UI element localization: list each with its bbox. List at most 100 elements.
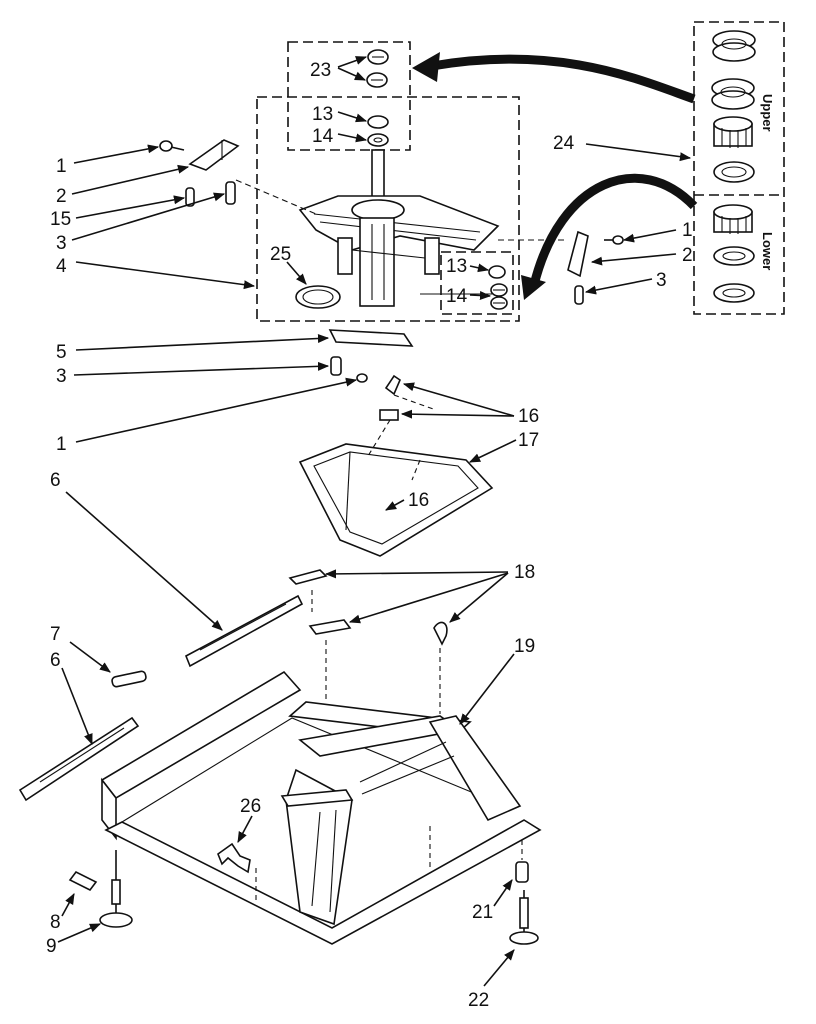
left-bracket-group — [159, 139, 317, 215]
callout-25: 25 — [270, 244, 291, 265]
column-right — [428, 715, 522, 822]
center-column — [359, 217, 395, 307]
callout-2-right: 2 — [682, 245, 693, 266]
leader-16b — [400, 409, 515, 419]
callout-1-right: 1 — [682, 220, 693, 241]
callout-23: 23 — [310, 60, 331, 81]
bushing-21 — [515, 840, 529, 883]
leader-18a — [324, 569, 509, 579]
leader-16c — [385, 499, 405, 511]
leader-1-lower — [75, 377, 358, 443]
leader-13-top — [337, 111, 368, 123]
callout-3-left: 3 — [56, 233, 67, 254]
frame-leg-left — [337, 237, 353, 275]
base-frame — [100, 670, 542, 945]
clips-18 — [288, 569, 448, 714]
pin-8 — [68, 870, 98, 892]
frame-leg-right — [424, 237, 440, 275]
callout-13-side: 13 — [446, 256, 467, 277]
seal-25 — [295, 285, 341, 309]
callout-7: 7 — [50, 624, 61, 645]
callout-9: 9 — [46, 936, 57, 957]
side-bearing-14a — [490, 283, 508, 297]
top-bearing-box — [287, 41, 411, 151]
lower-race-1 — [713, 246, 755, 266]
callout-2-left: 2 — [56, 186, 67, 207]
side-bearing-box — [440, 251, 514, 315]
callout-5: 5 — [56, 342, 67, 363]
leader-3-right — [584, 278, 653, 295]
side-bearing-13 — [488, 265, 506, 279]
lower-race-2 — [713, 283, 755, 303]
spring-3-lower — [330, 356, 342, 376]
spring-3-right — [574, 285, 584, 305]
leader-5 — [75, 334, 330, 351]
bearing-kit-box — [693, 21, 785, 315]
callout-4: 4 — [56, 256, 67, 277]
clip-16b — [379, 409, 399, 421]
screw-1-right — [604, 235, 624, 245]
bracket-26 — [217, 842, 251, 874]
clip-16a — [384, 374, 401, 396]
bearing-kit-parts: Upper Lower — [711, 30, 775, 303]
callout-6-upper: 6 — [50, 470, 61, 491]
transmission-assembly — [295, 49, 508, 383]
feet — [68, 840, 539, 945]
leader-9 — [57, 923, 102, 943]
callout-26: 26 — [240, 796, 261, 817]
callout-14-top: 14 — [312, 126, 334, 147]
callout-18: 18 — [514, 562, 535, 583]
spring-15 — [185, 187, 195, 207]
upper-kit-arrow — [431, 54, 696, 104]
callout-numbers: 23 13 14 1 2 15 3 4 25 24 13 14 1 2 3 5 … — [46, 60, 693, 1011]
rail-6-upper — [184, 594, 304, 668]
plate-assembly — [298, 374, 494, 557]
leader-24 — [585, 143, 692, 162]
right-bracket-group — [498, 230, 624, 305]
callout-14-side: 14 — [446, 286, 468, 307]
top-bearing-13 — [367, 115, 389, 129]
leader-13-side — [469, 263, 490, 273]
lower-kit-arrowhead — [521, 275, 546, 300]
leader-lines — [57, 56, 692, 987]
upper-seal-2 — [711, 78, 755, 110]
clip-18b — [308, 619, 352, 635]
leader-19 — [459, 653, 515, 725]
callout-15: 15 — [50, 209, 71, 230]
drive-shaft — [371, 149, 385, 201]
callout-3-right: 3 — [656, 270, 667, 291]
leader-1-right — [622, 229, 677, 243]
assembly-dashed-boxes — [256, 21, 785, 322]
screw-1-left — [159, 140, 185, 152]
callout-13-top: 13 — [312, 104, 333, 125]
callout-22: 22 — [468, 990, 489, 1011]
callout-1-left: 1 — [56, 156, 67, 177]
leader-23a — [337, 56, 368, 68]
clip-18c — [433, 621, 448, 646]
top-bearing-14 — [367, 133, 389, 147]
column-left — [285, 768, 353, 926]
leader-3-lower — [73, 361, 330, 376]
leader-6-upper — [65, 491, 223, 631]
base-rail-left — [100, 670, 302, 800]
upper-roller-bearing — [713, 116, 753, 148]
lower-roller-bearing — [713, 204, 753, 234]
leader-21 — [493, 879, 513, 907]
callout-8: 8 — [50, 912, 61, 933]
leader-8 — [61, 893, 75, 917]
leader-26 — [237, 815, 253, 843]
leader-18b — [348, 572, 509, 624]
side-bearing-14b — [490, 296, 508, 310]
callout-24: 24 — [553, 133, 575, 154]
upper-race — [713, 161, 755, 183]
lower-kit-label: Lower — [760, 232, 775, 270]
clip-18a — [288, 569, 328, 585]
upper-kit-arrowhead — [412, 52, 440, 82]
leader-23b — [337, 67, 367, 81]
top-bearing-23a — [367, 49, 389, 65]
callout-3-lower: 3 — [56, 366, 67, 387]
leader-2-right — [590, 253, 677, 266]
top-bearing-23b — [366, 72, 388, 88]
rails — [18, 594, 304, 802]
